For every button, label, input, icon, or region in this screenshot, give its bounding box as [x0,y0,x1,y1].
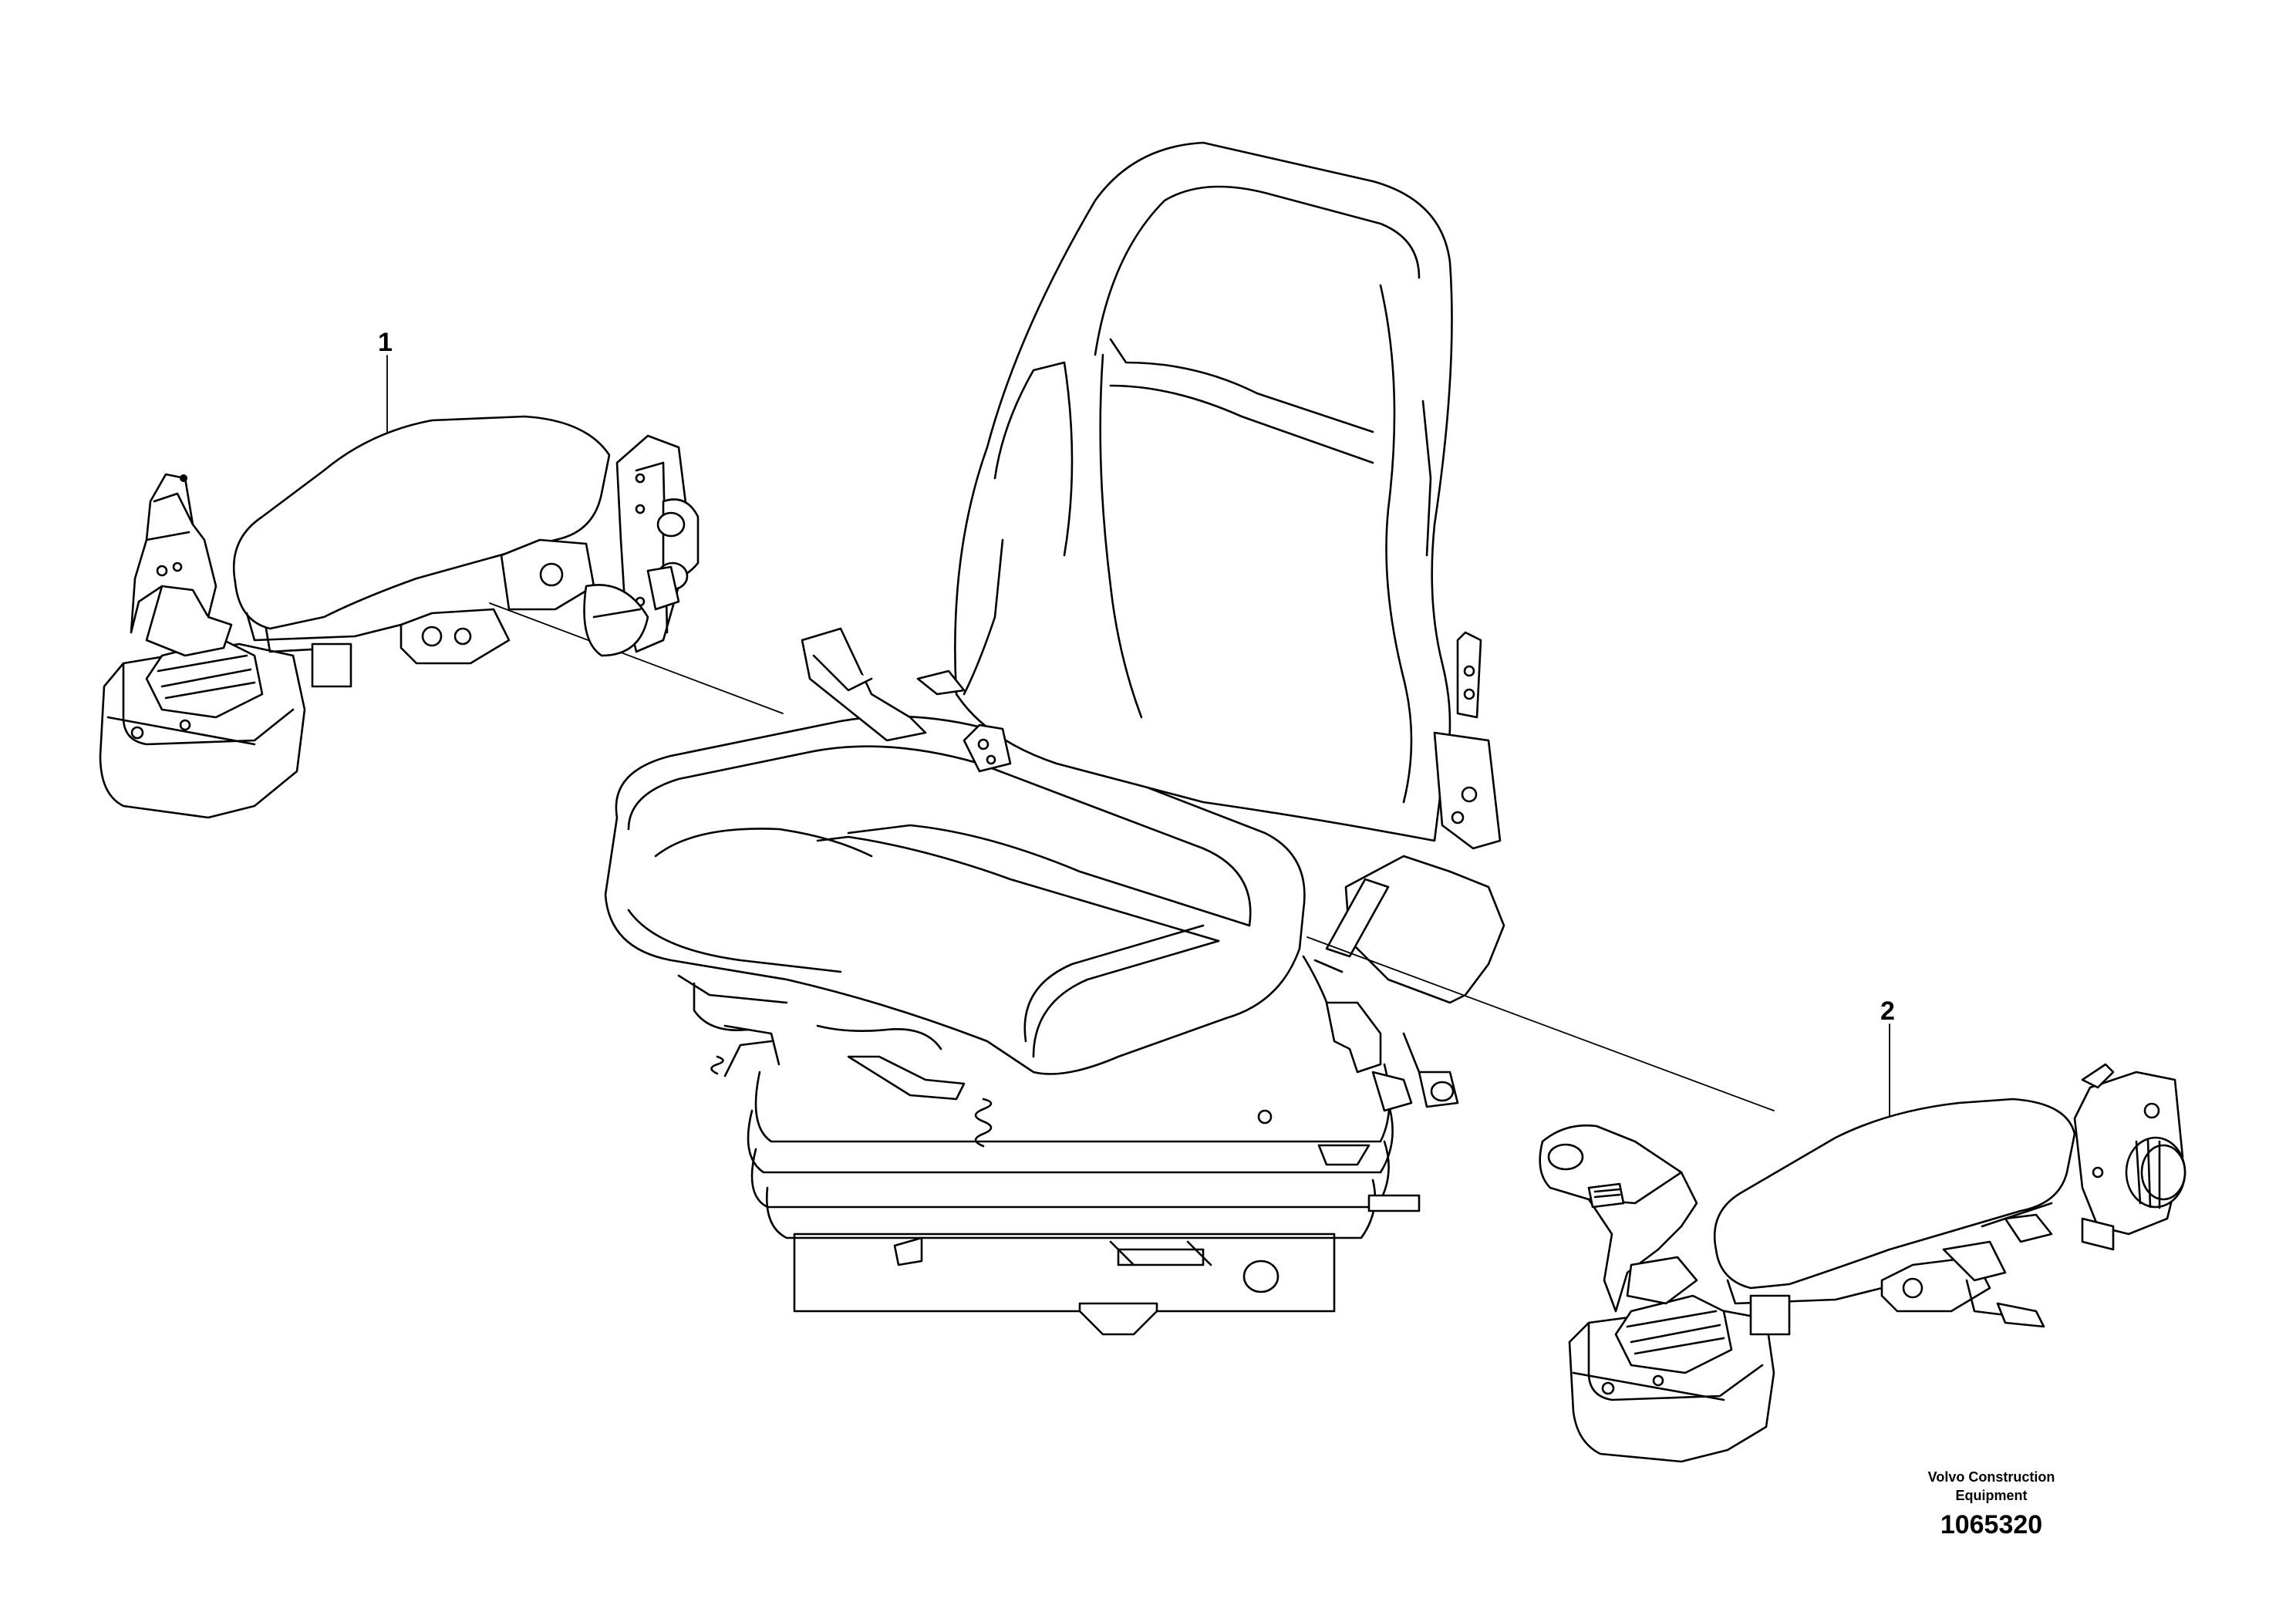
seat-belt [1313,855,1505,1112]
left-armrest-adjuster [583,434,700,657]
operator-seat [604,141,1505,1336]
left-armrest-assembly [99,415,700,819]
right-armrest-pad [1713,1098,2076,1336]
brand-name-line1: Volvo Construction [1928,1469,2055,1485]
callout-2: 2 [1880,996,1895,1026]
right-armrest-assembly [1539,1063,2186,1463]
leader-line-1-to-seat [489,602,784,714]
right-joystick-base [1568,1294,1775,1463]
seat-cushion [604,715,1359,1101]
right-joystick-handle [1539,1124,1698,1313]
right-armrest-adjuster [2073,1063,2186,1251]
callout-1: 1 [378,328,393,357]
seat-backrest [801,141,1502,850]
left-joystick-handle [130,473,233,657]
seat-suspension-base [710,1024,1421,1336]
left-joystick-base [99,639,306,819]
title-block: Volvo Construction Equipment 1065320 [1928,1469,2055,1539]
leader-line-2-to-seat [1306,936,1775,1111]
left-armrest-pad [232,415,611,688]
drawing-number: 1065320 [1940,1510,2042,1539]
brand-name-line2: Equipment [1956,1488,2028,1503]
leader-lines [386,355,1890,1123]
